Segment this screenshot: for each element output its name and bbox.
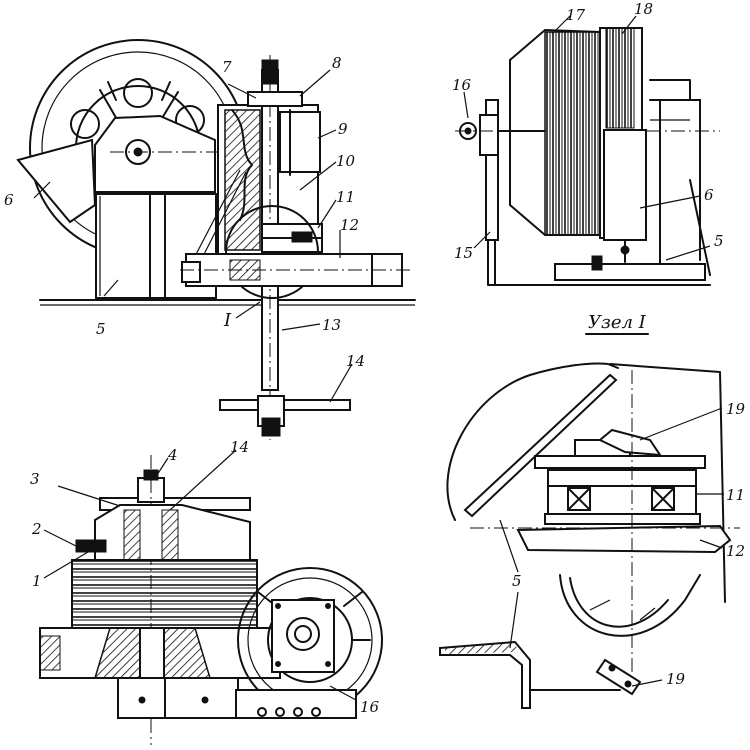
label-4: 4 <box>167 446 178 464</box>
label-12: 12 <box>726 542 745 560</box>
label-5: 5 <box>512 572 522 590</box>
label-19-bottom: 19 <box>666 670 686 688</box>
part-12-gear <box>516 524 732 554</box>
label-19-top: 19 <box>726 400 746 418</box>
casing-outline <box>446 362 619 521</box>
label-8: 8 <box>332 54 342 72</box>
lower-arc <box>559 574 701 637</box>
detail-circle-I <box>225 205 319 299</box>
label-16: 16 <box>452 76 472 94</box>
label-3: 3 <box>30 470 40 488</box>
part-19-lower-fitting <box>595 658 642 696</box>
gearbox-housing <box>271 599 335 673</box>
label-7: 7 <box>222 58 232 76</box>
label-17: 17 <box>566 6 586 24</box>
part-5-plate <box>463 373 618 518</box>
label-11: 11 <box>336 188 355 206</box>
label-15: 15 <box>454 244 473 262</box>
label-I: I <box>223 310 232 331</box>
detail-title: Узел I <box>588 312 647 333</box>
label-6: 6 <box>704 186 714 204</box>
label-5: 5 <box>96 320 106 338</box>
part-6-motor <box>603 129 647 241</box>
label-5: 5 <box>714 232 724 250</box>
view-bottom-left: 3 4 14 2 1 16 <box>30 438 383 745</box>
view-bottom-right: Узел I <box>439 312 746 709</box>
bearing-housing <box>94 114 216 193</box>
part-7-nut <box>247 91 303 107</box>
view-top-right: 17 18 16 6 15 5 <box>452 0 724 286</box>
base-frame <box>117 677 239 719</box>
label-1: 1 <box>32 572 42 590</box>
part-16-bracket <box>479 114 499 156</box>
label-6: 6 <box>4 191 14 209</box>
part-5-base <box>554 263 706 281</box>
label-16: 16 <box>360 698 380 716</box>
gearbox-base <box>235 689 357 719</box>
part-9-block <box>279 111 321 173</box>
drum-body <box>71 559 258 631</box>
label-18: 18 <box>634 0 653 18</box>
part-2-key <box>75 539 107 553</box>
label-2: 2 <box>31 520 42 538</box>
label-14: 14 <box>346 352 365 370</box>
label-9: 9 <box>338 120 348 138</box>
view-top-left: 7 8 9 10 11 12 6 5 I 13 14 <box>4 39 416 440</box>
label-14: 14 <box>230 438 249 456</box>
label-13: 13 <box>322 316 341 334</box>
label-12: 12 <box>340 216 359 234</box>
label-10: 10 <box>336 152 356 170</box>
label-11: 11 <box>726 486 745 504</box>
